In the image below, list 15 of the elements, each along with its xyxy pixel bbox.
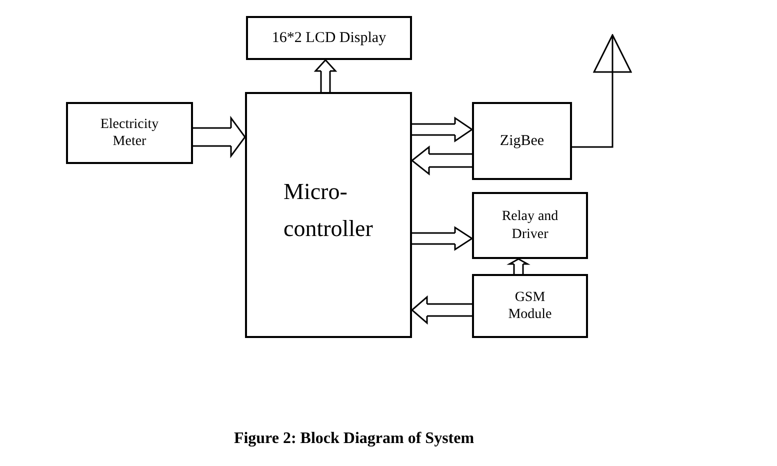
block-label: Relay and Driver — [500, 208, 560, 243]
block-box — [245, 92, 412, 338]
block-label: ZigBee — [500, 132, 544, 150]
block-label: Micro- controller — [284, 178, 374, 243]
figure-caption: Figure 2: Block Diagram of System — [234, 430, 474, 448]
block-label: 16*2 LCD Display — [272, 28, 386, 48]
block-box — [66, 102, 193, 164]
block-box — [472, 274, 588, 338]
connector-line — [572, 73, 614, 148]
block-box — [472, 192, 588, 259]
block-box — [246, 16, 412, 60]
block-box — [472, 102, 572, 180]
antenna-icon — [593, 34, 632, 73]
block-label: GSM Module — [507, 288, 553, 324]
block-label: Electricity Meter — [99, 116, 160, 150]
